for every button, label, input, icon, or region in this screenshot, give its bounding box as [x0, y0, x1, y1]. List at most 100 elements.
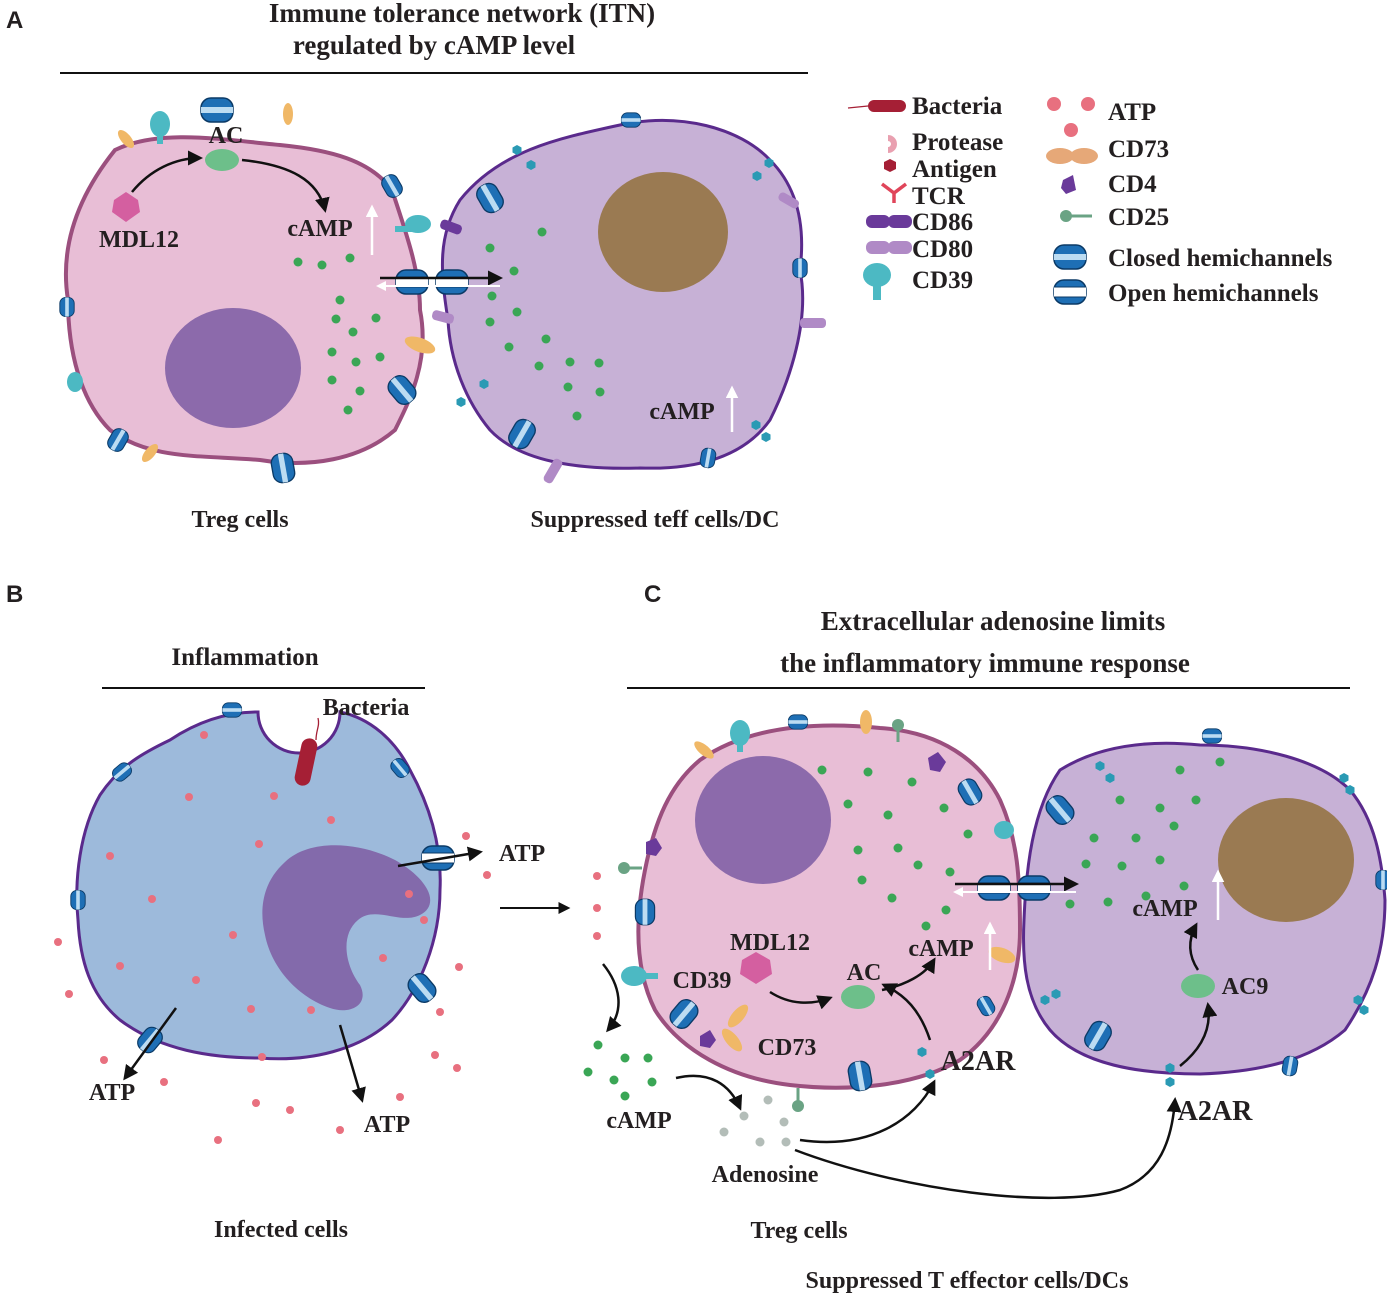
open-hemichannel-c2 [1017, 875, 1051, 901]
receptor-cd39-a1 [150, 111, 170, 144]
legend-left-label-1: Bacteria [912, 93, 1003, 120]
hemichannel-c3 [634, 898, 656, 926]
label-ac-a: AC [209, 123, 244, 149]
hemichannel-a7 [620, 112, 642, 128]
treg-cell-c [636, 723, 1023, 1090]
panel-b-title: Inflammation [171, 644, 318, 671]
receptor-cd73-c1 [694, 741, 714, 759]
label-a2ar-eff-text: A2AR [1178, 1096, 1253, 1127]
legend-right-label-2: CD73 [1108, 136, 1169, 163]
arrow-atp-out-left-b [123, 1007, 178, 1081]
hemichannel-b4 [70, 889, 86, 911]
label-camp-eff-c: cAMP [1132, 896, 1197, 922]
legend-right-label-6: Open hemichannels [1108, 280, 1319, 307]
hemichannel-a1 [200, 97, 234, 123]
label-atp-bottom-b: ATP [364, 1112, 410, 1138]
receptor-cd80-a1 [431, 310, 455, 324]
bacteria-icon-b [294, 738, 318, 786]
mdl12-icon-a [112, 192, 140, 222]
open-hemichannel-icon [1053, 279, 1087, 305]
panel-c-letter: C [644, 581, 661, 608]
arrow-atp-out-bottom-b [338, 1024, 366, 1103]
label-atp-right-b: ATP [499, 841, 545, 867]
hemichannel-c11 [1375, 869, 1387, 891]
receptor-cd25-c3 [792, 1088, 804, 1112]
receptor-cd25-c2 [618, 862, 642, 874]
cd86-icon [866, 215, 912, 228]
caption-effector-a: Suppressed teff cells/DC [531, 507, 780, 533]
receptor-a2ar-a8 [761, 432, 771, 442]
panel-a-letter: A [6, 7, 23, 34]
receptor-cd73-c4 [721, 1004, 749, 1052]
legend-right-label-3: CD4 [1108, 171, 1157, 198]
antigen-icon [884, 159, 896, 172]
arrow-mdl12-to-ac-a [131, 150, 203, 193]
panel-a: A Immune tolerance network (ITN) regulat… [6, 0, 826, 533]
receptor-cd4-c3 [700, 1030, 716, 1048]
label-atp-left-b: ATP [89, 1080, 135, 1106]
ac-icon-c [841, 985, 875, 1009]
receptor-cd4-c1 [928, 752, 946, 772]
arrow-a2ar-to-ac9-c [1179, 1002, 1218, 1067]
panel-b: B Inflammation Bacteria ATP ATP ATP [6, 581, 571, 1243]
arrow-ac9-to-camp-c [1183, 922, 1200, 971]
legend: Bacteria Protease Antigen TCR CD86 CD80 … [847, 93, 1333, 307]
legend-left-label-2: Protease [912, 129, 1003, 156]
cd4-icon [1061, 175, 1076, 194]
legend-right-label-5: Closed hemichannels [1108, 245, 1333, 272]
receptor-cd25-c1 [892, 719, 904, 742]
bacteria-flagellum-b [315, 717, 320, 741]
legend-left-label-7: CD39 [912, 267, 973, 294]
caption-treg-a: Treg cells [191, 507, 288, 533]
legend-left-label-5: CD86 [912, 209, 973, 236]
caption-treg-c: Treg cells [750, 1218, 847, 1244]
panel-a-title-line2: regulated by cAMP level [293, 30, 576, 60]
closed-hemichannel-icon [1053, 244, 1087, 270]
label-camp-out-c: cAMP [606, 1108, 671, 1134]
panel-c: C Extracellular adenosine limits the inf… [583, 581, 1387, 1294]
effector-nucleus-c [1218, 798, 1354, 922]
hemichannel-c7 [1201, 728, 1223, 744]
legend-left-label-6: CD80 [912, 236, 973, 263]
ac9-icon-c [1181, 974, 1215, 998]
atp-icon [1047, 97, 1095, 137]
ac-icon-a [205, 149, 239, 171]
camp-dots-c [817, 757, 1225, 931]
open-hemichannel-a2 [435, 269, 469, 295]
panel-a-title-line1: Immune tolerance network (ITN) [269, 0, 655, 28]
arrow-ac-to-camp-a [241, 158, 330, 213]
receptor-cd4-c2 [646, 838, 662, 856]
label-camp-treg-a: cAMP [287, 216, 352, 242]
panel-c-title-line2: the inflammatory immune response [780, 648, 1190, 678]
bacteria-icon [847, 100, 906, 112]
receptor-cd80-a4 [543, 458, 563, 484]
receptor-cd39-a3 [67, 372, 83, 392]
receptor-cd73-a2 [283, 103, 293, 125]
mdl12-icon-c [740, 952, 772, 984]
hemichannel-c1 [787, 714, 809, 730]
effector-cell-a [440, 118, 805, 470]
caption-effector-c: Suppressed T effector cells/DCs [806, 1268, 1129, 1294]
receptor-cd39-c3 [621, 966, 658, 986]
camp-dots-a [293, 227, 605, 421]
hemichannel-a9 [792, 257, 808, 279]
hemichannel-a3 [59, 296, 75, 318]
legend-right-label-4: CD25 [1108, 204, 1169, 231]
receptor-cd80-a3 [800, 318, 826, 328]
receptor-cd73-a4 [141, 443, 159, 463]
label-ac-c: AC [847, 960, 882, 986]
adenosine-dots-c [719, 1095, 791, 1147]
effector-cell-c [1022, 741, 1387, 1076]
effector-nucleus-a [598, 172, 728, 292]
label-camp-effector-a: cAMP [649, 399, 714, 425]
arrow-atp-out-right-b [397, 846, 483, 868]
treg-nucleus-c [695, 756, 831, 884]
protease-icon [888, 135, 897, 153]
label-cd73-c: CD73 [758, 1035, 817, 1061]
panel-b-letter: B [6, 581, 23, 608]
arrow-a2ar-to-ac-c [881, 983, 932, 1041]
arrow-mdl12-to-ac-c [769, 990, 833, 1010]
treg-nucleus-a [165, 308, 301, 428]
open-hemichannel-a1 [395, 269, 429, 295]
